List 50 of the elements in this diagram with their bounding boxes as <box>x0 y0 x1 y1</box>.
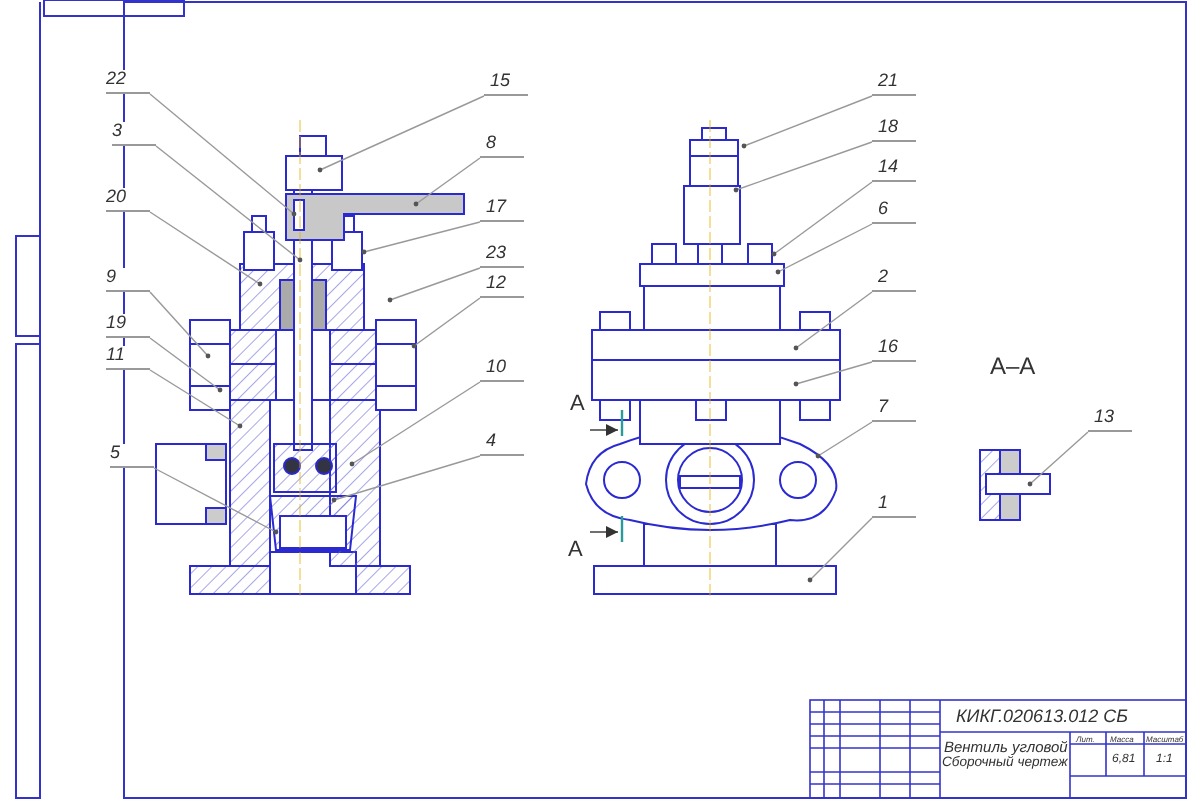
leader-line <box>153 467 279 535</box>
callout-number: 6 <box>872 200 916 224</box>
callout-number: 9 <box>106 268 150 292</box>
callout-number: 18 <box>872 118 916 142</box>
callout-number: 14 <box>872 158 916 182</box>
leader-line <box>741 95 873 149</box>
callout-number: 8 <box>480 134 524 158</box>
callout-number: 5 <box>110 444 154 468</box>
drawing-code: КИКГ.020613.012 СБ <box>956 708 1128 726</box>
leader-line <box>411 297 481 349</box>
callout-number: 23 <box>480 244 524 268</box>
leader-line <box>387 267 481 303</box>
leader-line <box>349 381 481 467</box>
leader-line <box>1027 431 1089 487</box>
callout-number: 19 <box>106 314 150 338</box>
callout-number: 3 <box>112 122 156 146</box>
leader-line <box>149 211 263 287</box>
leader-line <box>793 361 873 387</box>
leader-line <box>771 181 873 257</box>
callout-number: 20 <box>106 188 150 212</box>
leader-line <box>149 369 243 429</box>
callout-number: 4 <box>480 432 524 456</box>
leader-line <box>149 337 223 393</box>
callout-number: 2 <box>872 268 916 292</box>
callout-number: 1 <box>872 494 916 518</box>
callout-number: 12 <box>480 274 524 298</box>
callout-number: 21 <box>872 72 916 96</box>
callout-number: 11 <box>106 346 150 370</box>
callout-number: 22 <box>106 70 150 94</box>
section-label: А–А <box>990 354 1036 378</box>
leader-line <box>733 141 873 193</box>
leader-line <box>331 455 481 503</box>
callout-number: 13 <box>1088 408 1132 432</box>
callout-number: 10 <box>480 358 524 382</box>
leader-line <box>361 221 481 255</box>
leader-line <box>413 157 481 207</box>
leader-line <box>155 145 303 263</box>
section-letter: А <box>568 540 583 562</box>
leader-line <box>149 291 211 359</box>
leader-line <box>793 291 873 351</box>
leader-line <box>149 93 297 217</box>
leader-line <box>317 95 485 173</box>
section-letter: А <box>570 394 585 416</box>
callout-number: 17 <box>480 198 524 222</box>
callout-number: 16 <box>872 338 916 362</box>
leader-line <box>815 421 873 459</box>
leader-line <box>775 223 873 275</box>
callout-number: 15 <box>484 72 528 96</box>
leader-line <box>807 517 873 583</box>
callout-number: 7 <box>872 398 916 422</box>
